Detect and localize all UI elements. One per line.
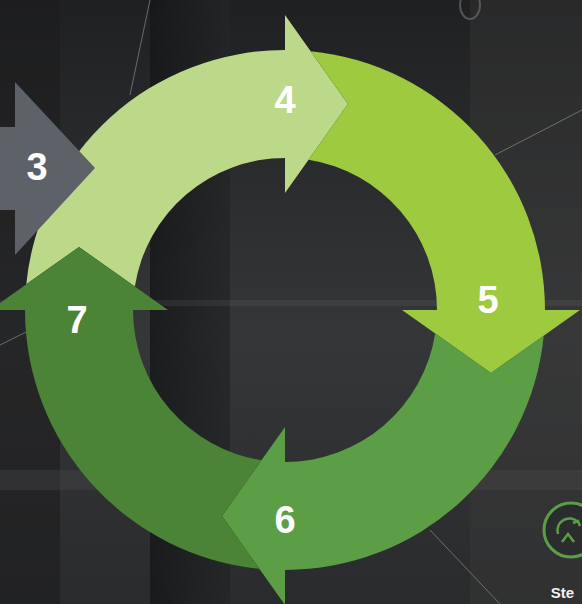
- arrow-outline: [0, 82, 95, 255]
- cycle-arrow: 7: [0, 245, 288, 572]
- step-number: 6: [274, 501, 295, 539]
- step-number: 4: [274, 81, 295, 119]
- step-caption: Ste: [551, 585, 574, 600]
- cycle-arrow: 5: [283, 48, 582, 375]
- cycle-arrow: 6: [220, 308, 547, 604]
- step-number: 7: [66, 301, 87, 339]
- step-number: 3: [26, 148, 47, 186]
- arrow-shape: [0, 80, 97, 257]
- arrow-outline: [308, 51, 580, 373]
- arrow-shape: [0, 245, 288, 572]
- step-number: 5: [477, 281, 498, 319]
- arrow-outline: [222, 333, 544, 604]
- arrow-outline: [0, 247, 262, 569]
- entry-arrow: 3: [0, 80, 97, 257]
- arrow-shape: [220, 308, 547, 604]
- arrow-shape: [283, 48, 582, 375]
- step-icon: [544, 503, 582, 557]
